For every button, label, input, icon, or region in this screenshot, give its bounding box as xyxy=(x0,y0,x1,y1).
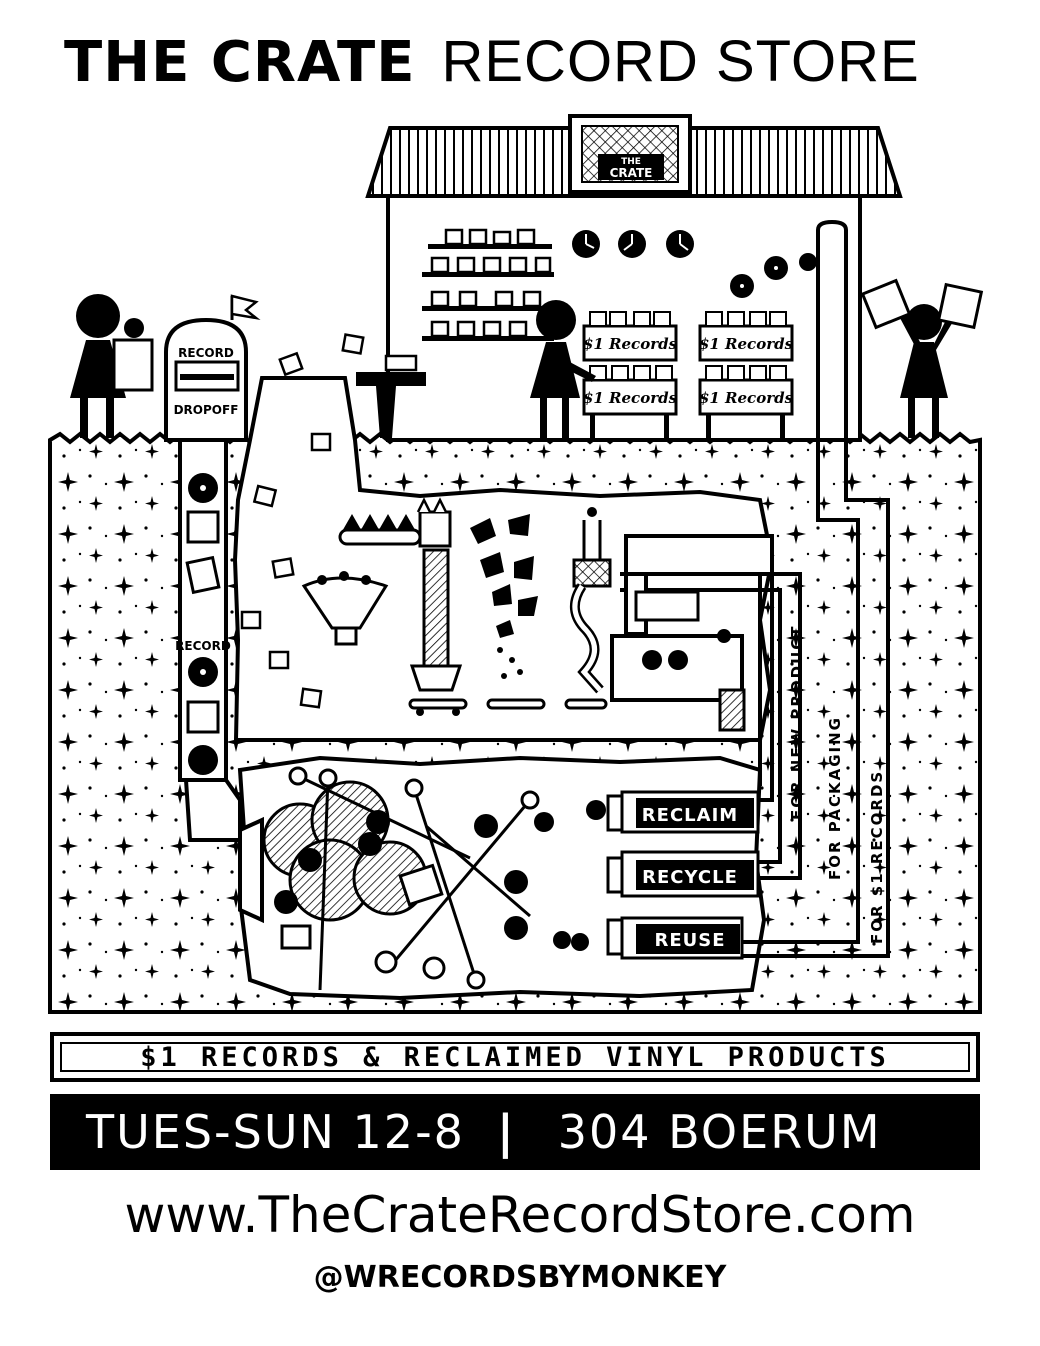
title-light: RECORD STORE xyxy=(441,29,920,94)
poster-title: THE CRATE RECORD STORE xyxy=(64,28,984,98)
shredder-pile xyxy=(262,780,444,950)
conveyor-rods xyxy=(288,766,540,991)
funnel-machine xyxy=(301,513,422,646)
extruder-column xyxy=(564,507,612,710)
dropoff-label-bottom: DROPOFF xyxy=(174,403,239,417)
record-icon xyxy=(366,800,606,951)
happy-customer xyxy=(860,278,984,438)
poster-illustration: RECORD THE CRATE xyxy=(48,114,984,1014)
products-banner: $1 RECORDS & RECLAIMED VINYL PRODUCTS xyxy=(50,1032,980,1082)
store-address: 304 BOERUM xyxy=(557,1105,882,1159)
bin-label: $1 Records xyxy=(583,389,678,407)
grinder-tower xyxy=(408,497,468,716)
bin-label: $1 Records xyxy=(583,335,678,353)
pipe-label-one-dollar: FOR $1 RECORDS xyxy=(868,770,886,944)
process-recycle-label: RECYCLE xyxy=(642,867,738,888)
process-reuse-label: REUSE xyxy=(654,930,725,951)
potted-plant-icon xyxy=(240,333,365,709)
bin-label: $1 Records xyxy=(699,335,794,353)
pipe-label-packaging: FOR PACKAGING xyxy=(826,716,844,880)
record-icon xyxy=(730,253,817,298)
record-dropoff-box: RECORD DROPOFF xyxy=(164,294,261,442)
dropoff-label-top: RECORD xyxy=(178,346,234,360)
clock-icon xyxy=(572,230,694,258)
record-press xyxy=(610,534,774,732)
social-handle[interactable]: @WRECORDSBYMONKEY xyxy=(313,1260,727,1295)
tube-record-label: RECORD xyxy=(175,639,231,653)
store-hours: TUES-SUN 12-8 xyxy=(86,1105,465,1159)
bin-label: $1 Records xyxy=(699,389,794,407)
vinyl-chunks xyxy=(470,514,546,710)
sign-line1: THE xyxy=(621,157,641,167)
website-url[interactable]: www.TheCrateRecordStore.com xyxy=(124,1186,916,1244)
store-clerk xyxy=(530,300,596,438)
dropoff-tube: RECORD xyxy=(175,438,264,924)
sign-line2: CRATE xyxy=(610,166,653,180)
title-bold: THE CRATE xyxy=(64,30,416,95)
dollar-record-bins: $1 Records $1 Records $1 Records $1 Reco… xyxy=(582,311,794,438)
person-dropping-records xyxy=(70,294,154,438)
process-reclaim-label: RECLAIM xyxy=(642,805,738,826)
banner-inner-border xyxy=(60,1042,970,1072)
hours-address-bar: TUES-SUN 12-8 | 304 BOERUM xyxy=(50,1094,980,1170)
products-banner-text: $1 RECORDS & RECLAIMED VINYL PRODUCTS xyxy=(140,1041,890,1073)
process-tubes: RECLAIM RECYCLE REUSE xyxy=(606,790,760,960)
pipe-label-new-product: FOR NEW PRODUCT xyxy=(788,624,806,820)
info-separator: | xyxy=(496,1105,514,1159)
